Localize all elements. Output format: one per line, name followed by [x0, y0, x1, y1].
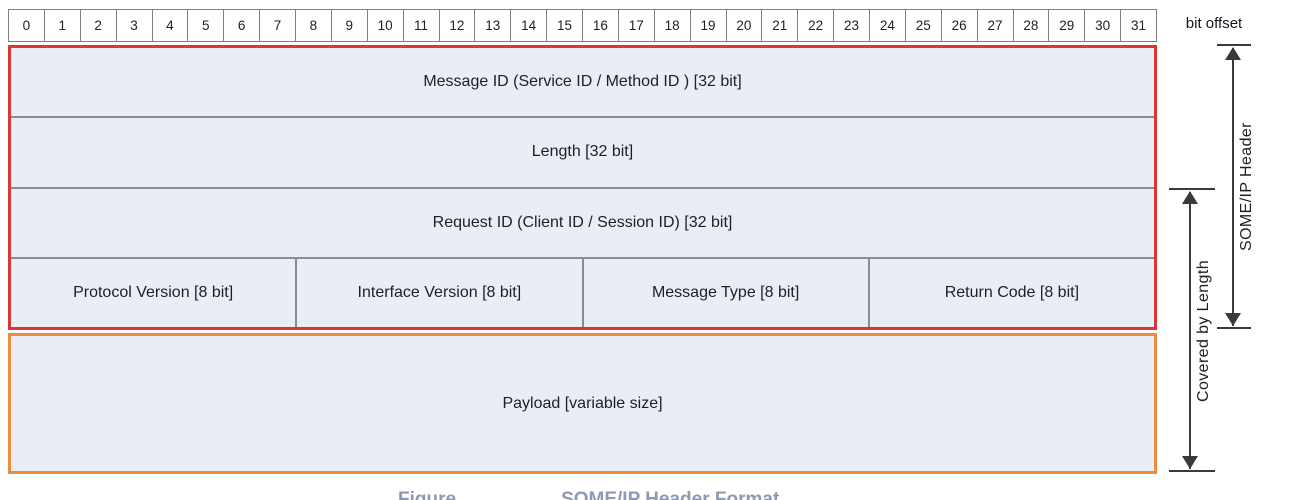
payload-box: Payload [variable size]	[8, 333, 1157, 474]
header-span-tick-bottom	[1217, 327, 1251, 329]
field-interface-version: Interface Version [8 bit]	[295, 258, 581, 327]
bit-cell: 24	[869, 10, 905, 41]
field-message-type: Message Type [8 bit]	[581, 258, 868, 327]
field-return-code-label: Return Code [8 bit]	[944, 283, 1080, 301]
bit-cell: 18	[653, 10, 690, 41]
bit-cell: 31	[1120, 10, 1156, 41]
bit-cell: 25	[904, 10, 941, 41]
bit-cell: 22	[797, 10, 833, 41]
bit-cell: 1	[43, 10, 80, 41]
someip-header-box: Message ID (Service ID / Method ID ) [32…	[8, 45, 1157, 330]
field-request-id-label: Request ID (Client ID / Session ID) [32 …	[432, 213, 733, 231]
figure-caption-title: SOME/IP Header Format	[561, 489, 780, 500]
bit-cell: 8	[295, 10, 331, 41]
field-message-id: Message ID (Service ID / Method ID ) [32…	[11, 48, 1154, 116]
field-message-id-label: Message ID (Service ID / Method ID ) [32…	[423, 73, 742, 91]
bit-cell: 4	[151, 10, 188, 41]
header-span-arrowhead-down-icon	[1225, 313, 1241, 326]
bit-cell: 16	[582, 10, 618, 41]
bit-cell: 13	[474, 10, 510, 41]
bit-cell: 23	[833, 10, 869, 41]
bit-cell: 3	[115, 10, 152, 41]
field-protocol-version-label: Protocol Version [8 bit]	[73, 283, 234, 301]
length-span-label: Covered by Length	[1195, 260, 1212, 403]
header-span-label: SOME/IP Header	[1238, 122, 1255, 251]
bit-cell: 30	[1084, 10, 1120, 41]
header-span-arrowhead-up-icon	[1225, 47, 1241, 60]
bit-cell: 28	[1012, 10, 1049, 41]
header-span-tick-top	[1217, 44, 1251, 46]
length-span-arrowhead-up-icon	[1182, 191, 1198, 204]
length-span-tick-bottom	[1169, 470, 1215, 472]
field-interface-version-label: Interface Version [8 bit]	[357, 283, 522, 301]
bit-cell: 2	[79, 10, 116, 41]
field-length-label: Length [32 bit]	[531, 143, 634, 161]
field-length: Length [32 bit]	[11, 116, 1154, 186]
bit-cell: 29	[1048, 10, 1084, 41]
length-span-tick-top	[1169, 188, 1215, 190]
bit-cell: 26	[940, 10, 977, 41]
length-span-arrowhead-down-icon	[1182, 456, 1198, 469]
bit-cell: 12	[438, 10, 475, 41]
payload-label: Payload [variable size]	[502, 394, 663, 412]
field-protocol-version: Protocol Version [8 bit]	[11, 259, 295, 327]
figure-caption: Figure SOME/IP Header Format	[398, 489, 779, 500]
bit-cell: 0	[22, 18, 31, 33]
bit-cell: 10	[366, 10, 403, 41]
bit-cell: 11	[402, 10, 439, 41]
bit-cell: 19	[689, 10, 726, 41]
header-span-arrow-line	[1232, 48, 1234, 326]
field-message-type-label: Message Type [8 bit]	[651, 283, 800, 301]
bit-cell: 9	[330, 10, 367, 41]
length-span-arrow-line	[1189, 192, 1191, 469]
bit-cell: 21	[761, 10, 797, 41]
bit-cell: 20	[725, 10, 762, 41]
bit-cell: 27	[976, 10, 1013, 41]
bit-cell: 17	[617, 10, 654, 41]
bit-cell: 6	[223, 10, 259, 41]
field-return-code: Return Code [8 bit]	[867, 258, 1154, 327]
field-request-id: Request ID (Client ID / Session ID) [32 …	[11, 186, 1154, 257]
field-row-byte-fields: Protocol Version [8 bit] Interface Versi…	[11, 256, 1154, 327]
bit-cell: 5	[187, 10, 223, 41]
figure-caption-prefix: Figure	[398, 489, 457, 500]
bit-cell: 14	[510, 10, 546, 41]
bit-offset-label: bit offset	[1185, 15, 1243, 32]
bit-cell: 7	[259, 10, 295, 41]
bit-cell: 15	[546, 10, 582, 41]
